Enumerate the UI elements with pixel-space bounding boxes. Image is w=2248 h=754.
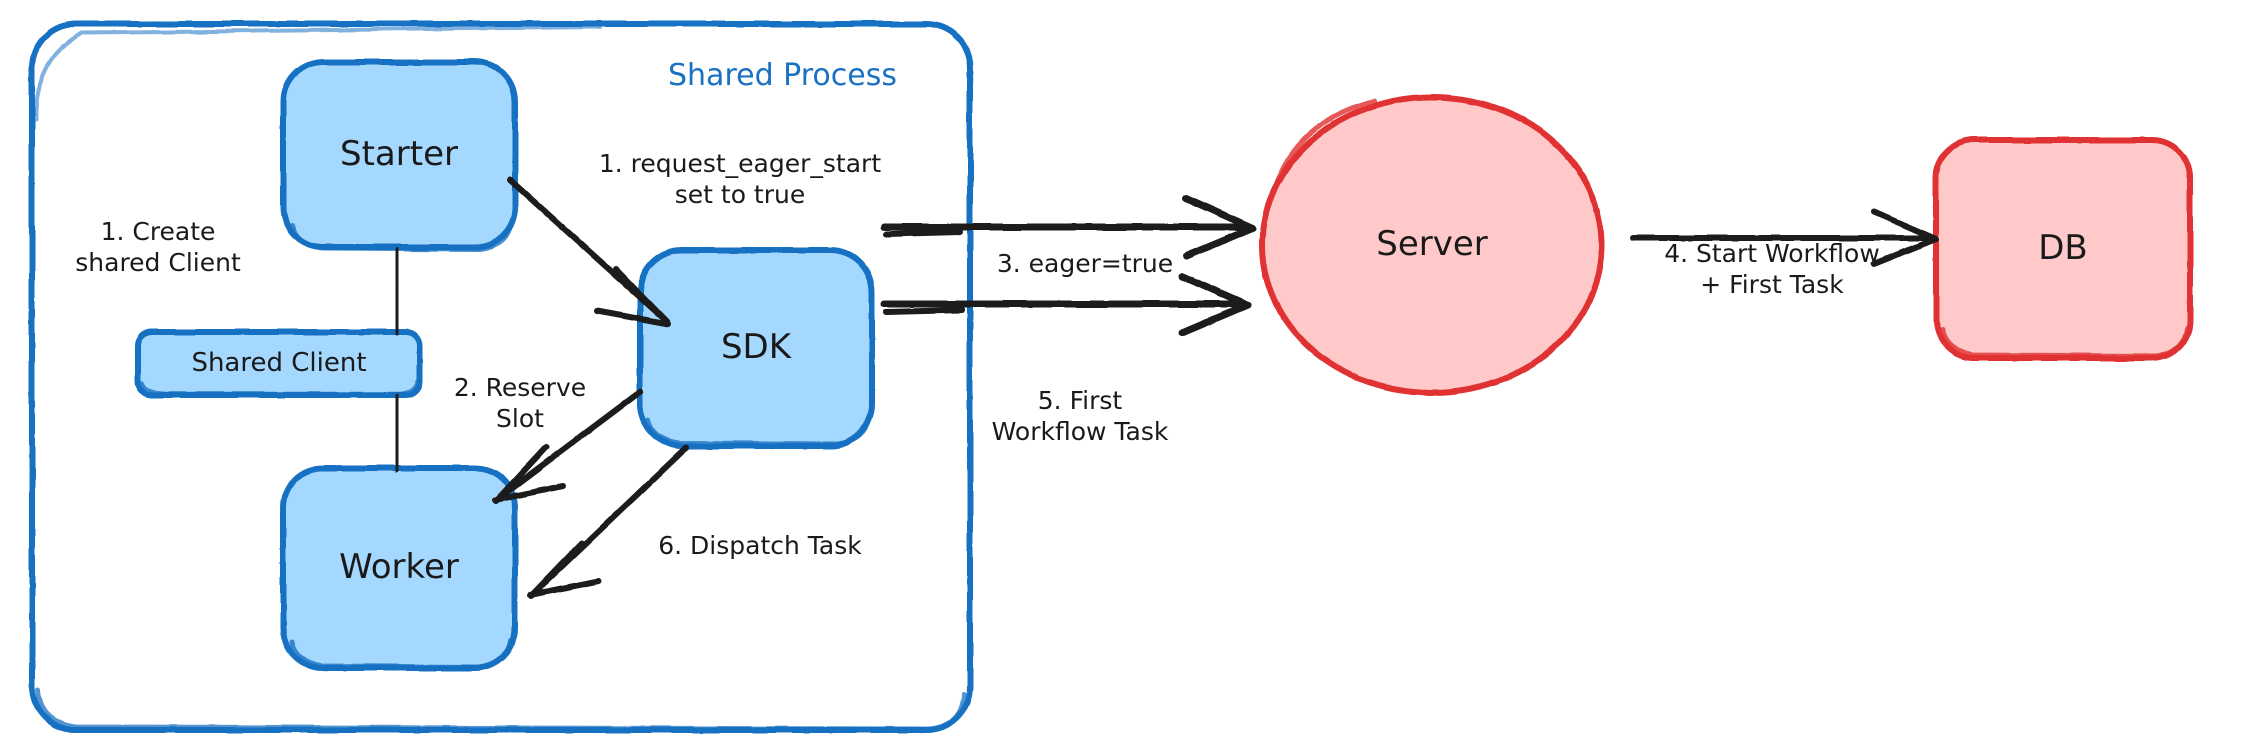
node-server[interactable] (1262, 97, 1602, 393)
edge-4-start-workflow (1630, 209, 1939, 267)
node-shared-client[interactable] (138, 332, 420, 395)
edge-6-dispatch-task (527, 445, 689, 599)
node-db-shape[interactable] (1933, 137, 2193, 361)
edge-2-reserve-slot (492, 389, 643, 504)
node-worker-shape[interactable] (280, 465, 518, 671)
node-sdk[interactable] (640, 250, 872, 446)
edge-3-eager-true (880, 194, 1257, 260)
node-worker[interactable] (283, 468, 515, 668)
node-server-shape[interactable] (1259, 94, 1605, 396)
node-shared-client-shape[interactable] (135, 329, 423, 398)
node-starter[interactable] (283, 62, 515, 247)
node-sdk-shape[interactable] (637, 247, 875, 449)
edge-starter-shared-client-worker (393, 246, 401, 473)
node-db[interactable] (1936, 140, 2190, 358)
shared-process-container (29, 21, 973, 733)
edge-1-request-eager-start (507, 177, 671, 327)
edge-5-first-workflow-task (880, 272, 1252, 337)
